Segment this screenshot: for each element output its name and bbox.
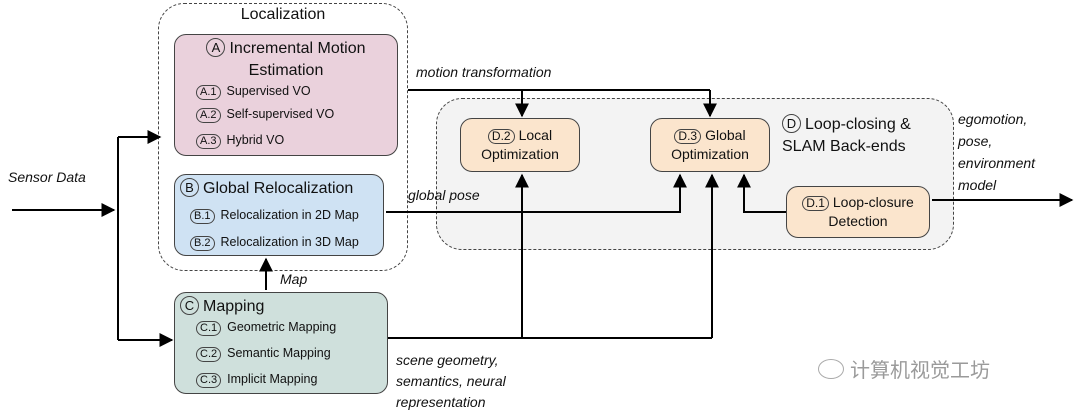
global-opt-line1: Global bbox=[705, 127, 746, 143]
wechat-icon bbox=[818, 359, 844, 379]
motion-transformation-label: motion transformation bbox=[416, 64, 552, 80]
local-optimization-box bbox=[460, 118, 580, 172]
out-line1: egomotion, bbox=[958, 111, 1028, 127]
item-label: Semantic Mapping bbox=[227, 346, 331, 360]
scene-line3: representation bbox=[396, 394, 486, 410]
mapping-title-text: Mapping bbox=[203, 298, 265, 315]
circled-letter-a: A bbox=[206, 38, 226, 57]
incremental-motion-box bbox=[174, 34, 398, 156]
item-label: Relocalization in 2D Map bbox=[220, 208, 359, 222]
item-label: Geometric Mapping bbox=[227, 320, 337, 334]
item-tag: C.3 bbox=[196, 373, 222, 388]
loop-det-line2: Detection bbox=[828, 213, 888, 229]
global-optimization-box bbox=[650, 118, 770, 172]
list-item: B.2 Relocalization in 3D Map bbox=[190, 235, 359, 251]
item-tag: D.2 bbox=[487, 129, 515, 144]
list-item: C.2 Semantic Mapping bbox=[196, 346, 331, 362]
out-line2: pose, bbox=[958, 133, 993, 149]
localization-title: Localization bbox=[240, 6, 326, 23]
item-tag: B.1 bbox=[190, 209, 215, 224]
list-item: B.1 Relocalization in 2D Map bbox=[190, 208, 359, 224]
item-label: Implicit Mapping bbox=[227, 372, 318, 386]
scene-line2: semantics, neural bbox=[396, 373, 506, 389]
relocalization-title-text: Global Relocalization bbox=[203, 180, 354, 197]
incremental-title-line2: Estimation bbox=[248, 62, 324, 79]
out-line3: environment bbox=[958, 155, 1036, 171]
sensor-data-label: Sensor Data bbox=[8, 169, 86, 185]
incremental-title-line1: Incremental Motion bbox=[229, 40, 366, 57]
local-opt-line1: Local bbox=[518, 127, 553, 143]
item-tag: B.2 bbox=[190, 236, 215, 251]
item-label: Hybrid VO bbox=[226, 133, 285, 147]
local-opt-line2: Optimization bbox=[481, 146, 559, 162]
list-item: C.3 Implicit Mapping bbox=[196, 372, 317, 388]
list-item: A.1 Supervised VO bbox=[196, 84, 311, 100]
output-label: egomotion, pose, environment model bbox=[958, 108, 1035, 196]
watermark: 计算机视觉工坊 bbox=[818, 354, 990, 383]
item-label: Relocalization in 3D Map bbox=[220, 235, 359, 249]
circled-letter-c: C bbox=[180, 296, 199, 315]
list-item: C.1 Geometric Mapping bbox=[196, 320, 336, 336]
map-label: Map bbox=[280, 271, 308, 287]
watermark-text: 计算机视觉工坊 bbox=[850, 358, 990, 382]
item-tag: A.3 bbox=[196, 134, 221, 149]
list-item: A.3 Hybrid VO bbox=[196, 133, 284, 149]
loop-closure-arrow bbox=[737, 173, 786, 213]
global-pose-label: global pose bbox=[408, 187, 480, 203]
list-item: A.2 Self-supervised VO bbox=[196, 107, 334, 123]
loop-det-line1: Loop-closure bbox=[832, 194, 914, 210]
mapping-box bbox=[174, 292, 388, 394]
item-tag: C.2 bbox=[196, 347, 222, 362]
item-tag: D.1 bbox=[802, 196, 829, 211]
out-line4: model bbox=[958, 177, 997, 193]
circled-letter-b: B bbox=[180, 178, 199, 197]
item-label: Self-supervised VO bbox=[226, 107, 335, 121]
global-pose-arrow bbox=[386, 173, 687, 213]
backend-title-line1: Loop-closing & bbox=[805, 116, 911, 133]
global-opt-line2: Optimization bbox=[671, 146, 749, 162]
item-tag: D.3 bbox=[674, 129, 702, 144]
item-tag: A.1 bbox=[196, 85, 221, 100]
backend-title-line2: SLAM Back-ends bbox=[782, 138, 906, 155]
item-tag: A.2 bbox=[196, 108, 221, 123]
item-tag: C.1 bbox=[196, 321, 222, 336]
scene-line1: scene geometry, bbox=[396, 352, 499, 368]
scene-geometry-label: scene geometry, semantics, neural repres… bbox=[396, 350, 506, 413]
loop-closure-box bbox=[786, 186, 930, 238]
item-label: Supervised VO bbox=[226, 84, 311, 98]
circled-letter-d: D bbox=[782, 114, 801, 133]
